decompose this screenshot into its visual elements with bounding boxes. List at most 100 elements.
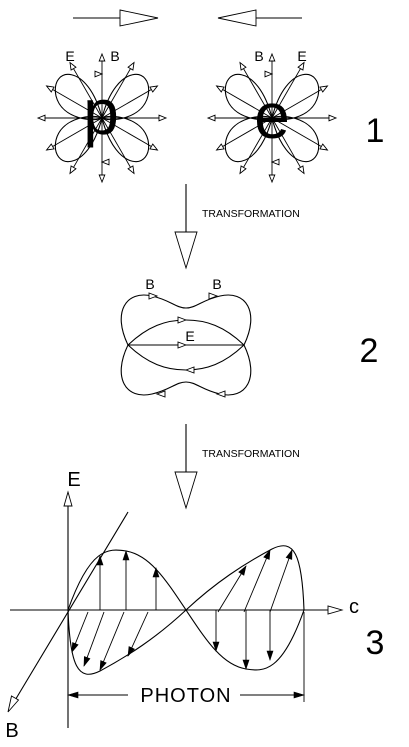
electron-ray-arrowhead [328,114,338,122]
stage-number-1: 1 [366,112,385,150]
transformation-arrow-2: TRANSFORMATION [174,424,300,510]
transformation-arrow-1: TRANSFORMATION [174,184,300,270]
merged-b-label-right: B [212,276,221,292]
proton-lobe-arrowhead [100,158,110,166]
e-vector-arrowhead [96,555,104,566]
electron-ray-arrowhead [206,114,216,122]
proton-ray-arrowhead [69,61,77,71]
b-vector-arrowhead [99,660,107,671]
electron-field-ray [216,117,273,151]
electron-ray-arrowhead [319,143,329,151]
e-vector-arrowhead [266,650,274,661]
proton-ray-arrowhead [158,114,168,122]
merged-b-label-left: B [145,276,154,292]
proton-field-ray [69,117,103,174]
proton-ray-arrowhead [149,85,159,93]
stage-number-3: 3 [366,624,385,662]
proton-ray-arrowhead [45,85,55,93]
e-vector-arrowhead [122,550,130,561]
electron-ray-arrowhead [239,165,247,175]
electron-ray-arrowhead [297,61,305,71]
proton-ray-arrowhead [98,52,106,62]
proton-b-label: B [110,48,119,64]
transformation-label-1: TRANSFORMATION [202,208,300,220]
b-vector-arrowhead [71,642,79,653]
proton-ray-arrowhead [98,174,106,184]
proton-field-ray [46,85,103,119]
merged-field-arrowhead [155,390,166,398]
electron-field-ray [271,117,305,174]
merged-field-arrowhead [215,390,226,398]
b-field-vector [243,549,271,613]
merged-field-pattern [120,292,252,398]
merged-field-arrowhead [208,292,219,300]
electron-ray-arrowhead [268,52,276,62]
c-axis [10,605,344,615]
b-vector-arrowhead [285,549,293,560]
b-field-wave [67,545,305,675]
merged-e-label: E [185,328,194,344]
electron-ray-arrowhead [215,85,225,93]
e-field-vectors [96,550,274,670]
proton-ray-arrowhead [69,165,77,175]
b-field-vectors [71,549,293,671]
proton-symbol: p [83,76,119,148]
proton-field-ray [101,117,158,151]
proton-lobe-arrowhead [94,70,104,78]
electron-field-ray [239,62,273,119]
proton-ray-arrowhead [149,143,159,151]
electron-ray-arrowhead [239,61,247,71]
proton-e-label: E [65,48,74,64]
stage-1: p E B e B E 1 [36,9,385,184]
electron-ray-arrowhead [268,174,276,184]
electron-symbol: e [254,80,290,152]
proton-ray-arrowhead [127,61,135,71]
merged-field-arrowhead [148,292,159,300]
b-vector-arrowhead [83,656,91,667]
stage-2: B B E 2 [120,276,379,398]
electron-lobe-arrowhead [270,158,280,166]
e-vector-arrowhead [212,641,220,652]
proton-field-ray [46,117,103,151]
electron-field-ray [271,117,328,151]
electron-field-ray [239,117,273,174]
electron-field-ray [271,85,328,119]
merged-field-arrowhead [184,366,195,374]
transformation-label-2: TRANSFORMATION [202,448,300,460]
electron-b-label: B [254,48,263,64]
electron-ray-arrowhead [297,165,305,175]
photon-span-marker [66,612,306,728]
proton-field-ray [101,85,158,119]
b-vector-arrowhead [263,549,271,560]
electron-field-ray [271,62,305,119]
stage-3: E c B PHOTON 3 [5,469,384,742]
photon-label: PHOTON [140,685,231,707]
b-field-vector [99,611,125,671]
b-field-vector [83,611,105,667]
proton-field-ray [101,62,135,119]
electron-field-pattern [206,52,338,184]
c-axis-label: c [349,596,359,618]
proton-motion-arrow [73,9,159,27]
electron-lobe-arrowhead [264,70,274,78]
electron-ray-arrowhead [215,143,225,151]
stage-number-2: 2 [360,332,379,370]
electron-ray-arrowhead [319,85,329,93]
proton-ray-arrowhead [36,114,46,122]
proton-ray-arrowhead [127,165,135,175]
proton-field-ray [69,62,103,119]
merged-field-arrowhead [177,341,188,349]
e-axis-label: E [67,469,80,491]
proton-field-pattern [36,52,168,184]
electron-field-ray [216,85,273,119]
b-axis-label: B [5,720,18,742]
electron-e-label: E [297,48,306,64]
e-vector-arrowhead [152,567,160,578]
b-vector-arrowhead [127,646,135,657]
proton-ray-arrowhead [45,143,55,151]
e-vector-arrowhead [242,659,250,670]
b-field-vector [269,549,293,613]
merged-field-arrowhead [177,316,188,324]
electron-motion-arrow [217,9,302,27]
